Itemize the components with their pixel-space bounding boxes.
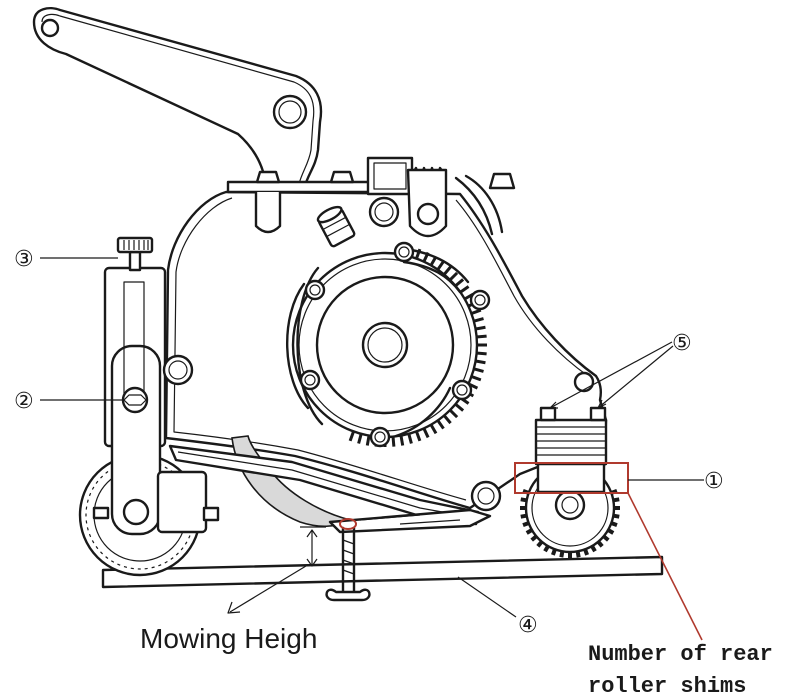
adjuster-bolt	[121, 386, 149, 414]
mounting-plate	[226, 180, 382, 194]
callout-1: ①	[704, 469, 724, 494]
bolt	[393, 241, 415, 263]
arm-pivot-hole	[40, 18, 60, 38]
bolt	[304, 279, 326, 301]
shim-bolt-left	[539, 406, 557, 422]
frame-bolt	[573, 371, 595, 393]
adjust-arm	[454, 174, 504, 236]
bed-bar	[168, 444, 502, 534]
rear-roller-bracket	[536, 462, 606, 494]
shim-highlight-box	[514, 462, 629, 494]
ground-board	[101, 555, 664, 589]
rear-shims-label-line2: roller shims	[588, 674, 746, 699]
bed-knife	[328, 508, 492, 534]
roller-axle-end	[92, 506, 110, 520]
callout-4: ④	[518, 613, 538, 638]
rear-roller-hub	[554, 489, 586, 521]
bearing-strap-bottom	[394, 386, 452, 438]
bed-bar-pivot	[470, 480, 502, 512]
wing-nut	[325, 588, 371, 602]
housing-bolts	[299, 241, 491, 448]
adjust-nut	[488, 172, 516, 190]
reel-gear	[286, 246, 487, 447]
front-roller-assembly	[78, 236, 220, 577]
lift-arm	[32, 7, 323, 188]
linkage-bolt	[368, 196, 400, 228]
roller-bracket	[156, 470, 208, 534]
callout-leaders	[40, 257, 704, 641]
screw-highlight	[339, 518, 357, 530]
height-dimension	[227, 526, 326, 614]
height-screw	[325, 518, 371, 602]
rear-roller-assembly	[520, 406, 620, 558]
adjuster-knob	[116, 236, 154, 254]
callout-2: ②	[14, 389, 34, 414]
bolt	[369, 426, 391, 448]
height-leader	[229, 565, 307, 613]
bolt	[451, 379, 473, 401]
mowing-height-label: Mowing Heigh	[140, 623, 317, 654]
grease-nipple	[316, 205, 356, 248]
bolt	[469, 289, 491, 311]
callout-3: ③	[14, 247, 34, 272]
frame-pivot-bolt	[162, 354, 194, 386]
front-roller-hub	[122, 498, 150, 526]
rear-shims-label-line1: Number of rear	[588, 642, 773, 667]
bolt	[299, 369, 321, 391]
leader-5b	[597, 345, 674, 409]
roller-bolt	[202, 506, 220, 522]
shim-leader	[627, 492, 703, 641]
callout-5: ⑤	[672, 331, 692, 356]
leader-5a	[549, 341, 673, 409]
reel-hub	[361, 321, 409, 369]
spacer-bushing	[254, 192, 282, 234]
knob-stem	[128, 250, 142, 272]
plate-bolts	[255, 170, 355, 184]
top-linkage	[366, 156, 516, 238]
leader-4	[457, 576, 517, 618]
shim-bolt-right	[589, 406, 607, 422]
